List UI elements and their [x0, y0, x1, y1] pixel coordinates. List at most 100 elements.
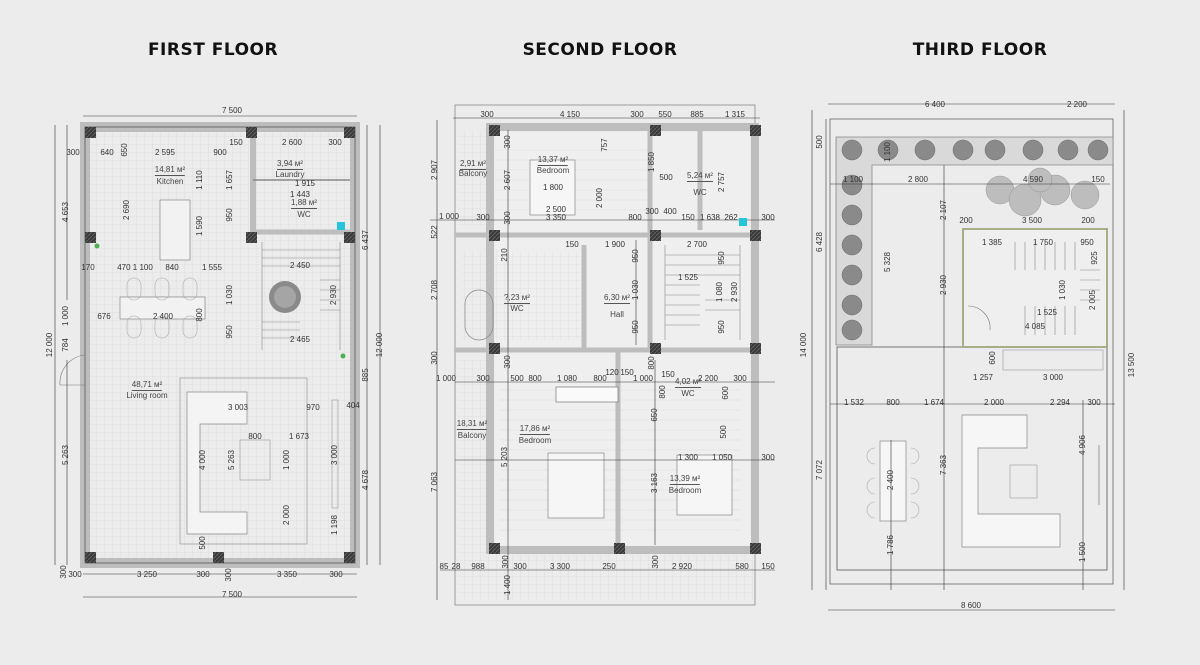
dimension: 500: [198, 536, 207, 550]
dimension: 1 030: [631, 279, 640, 301]
dimension: 800: [593, 374, 607, 383]
dimension: 12 000: [45, 332, 54, 358]
first-floor-plan: [54, 115, 381, 598]
dimension: 950: [717, 251, 726, 265]
dimension: 1 674: [923, 398, 945, 407]
dimension: 1 100: [883, 141, 892, 163]
dimension: 1 750: [1032, 238, 1054, 247]
dimension: 885: [690, 110, 704, 119]
dimension: 3 250: [136, 570, 158, 579]
second-floor-title: SECOND FLOOR: [522, 40, 678, 60]
room-name-hall: Hall: [610, 310, 624, 319]
dimension: 1 555: [201, 263, 223, 272]
dimension: 300: [430, 351, 439, 365]
dimension: 7 500: [221, 590, 243, 599]
dimension: 404: [346, 401, 360, 410]
dimension: 1 000: [282, 449, 291, 471]
dimension: 3 350: [276, 570, 298, 579]
dimension: 950: [1080, 238, 1094, 247]
dimension: 6 428: [815, 231, 824, 253]
dimension: 150: [761, 562, 775, 571]
dimension: 170: [81, 263, 95, 272]
dimension: 300: [329, 570, 343, 579]
second-floor-plan: [430, 104, 775, 606]
dimension: 1 300: [677, 453, 699, 462]
dimension: 300: [651, 555, 660, 569]
room-area-living-room: 48,71 м²: [131, 380, 163, 391]
dimension: 300: [480, 110, 494, 119]
room-name-kitchen: Kitchen: [156, 177, 184, 186]
dimension: 757: [600, 138, 609, 152]
dimension: 580: [735, 562, 749, 571]
dimension: 1 000: [435, 374, 457, 383]
dimension: 150: [681, 213, 695, 222]
dimension: 1 443: [289, 190, 311, 199]
dimension: 2 200: [1066, 100, 1088, 109]
room-area-wc: 5,24 м²: [687, 171, 713, 182]
dimension: 500: [510, 374, 524, 383]
room-area-laundry: 3,94 м²: [277, 159, 303, 170]
dimension: 1 500: [1078, 541, 1087, 563]
dimension: 300: [503, 211, 512, 225]
dimension: 262: [724, 213, 738, 222]
dimension: 200: [1081, 216, 1095, 225]
dimension: 3 000: [1042, 373, 1064, 382]
dimension: 300: [66, 148, 80, 157]
dimension: 300: [328, 138, 342, 147]
dimension: 4 906: [1078, 434, 1087, 456]
third-floor-plan: [811, 103, 1125, 611]
dimension: 1 590: [195, 215, 204, 237]
dimension: 1 786: [886, 534, 895, 556]
room-name-wc: WC: [681, 389, 695, 398]
dimension: 950: [631, 249, 640, 263]
dimension: 800: [886, 398, 900, 407]
dimension: 2 000: [983, 398, 1005, 407]
dimension: 120: [605, 368, 619, 377]
dimension: 1 525: [677, 273, 699, 282]
third-floor-title: THIRD FLOOR: [912, 40, 1048, 60]
first-floor-title: FIRST FLOOR: [147, 40, 279, 60]
dimension: 600: [721, 386, 730, 400]
dimension: 400: [663, 207, 677, 216]
dimension: 2 000: [282, 504, 291, 526]
dimension: 150: [1091, 175, 1105, 184]
dimension: 300: [733, 374, 747, 383]
dimension: 1 110: [195, 170, 204, 190]
dimension: 12 000: [375, 332, 384, 358]
dimension: 2 907: [430, 159, 439, 181]
dimension: 4 653: [61, 201, 70, 223]
dimension: 150: [620, 368, 634, 377]
dimension: 1 080: [715, 281, 724, 303]
dimension: 600: [988, 351, 997, 365]
dimension: 1 000: [438, 212, 460, 221]
dimension: 300: [68, 570, 82, 579]
dimension: 3 000: [330, 444, 339, 466]
dimension: 4 590: [1022, 175, 1044, 184]
dimension: 1 030: [1058, 279, 1067, 301]
dimension: 1 673: [288, 432, 310, 441]
dimension: 2 005: [1088, 289, 1097, 311]
dimension: 85: [439, 562, 449, 571]
dimension: 900: [213, 148, 227, 157]
dimension: 5 263: [227, 449, 236, 471]
dimension: 800: [528, 374, 542, 383]
dimension: 300: [503, 355, 512, 369]
dimension: 4 085: [1024, 322, 1046, 331]
dimension: 1 385: [981, 238, 1003, 247]
dimension: 1 400: [503, 574, 512, 596]
dimension: 988: [471, 562, 485, 571]
dimension: 300: [645, 207, 659, 216]
room-area-bedroom: 13,39 м²: [669, 474, 701, 485]
dimension: 950: [225, 325, 234, 339]
dimension: 2 757: [717, 171, 726, 193]
dimension: 2 708: [430, 279, 439, 301]
dimension: 3 003: [227, 403, 249, 412]
room-name-bedroom: Bedroom: [536, 166, 570, 175]
dimension: 1 315: [724, 110, 746, 119]
dimension: 640: [100, 148, 114, 157]
room-area-wc: 4,02 м²: [675, 377, 701, 388]
dimension: 2 700: [686, 240, 708, 249]
dimension: 3 500: [1021, 216, 1043, 225]
room-name-wc: WC: [693, 188, 707, 197]
dimension: 500: [815, 135, 824, 149]
